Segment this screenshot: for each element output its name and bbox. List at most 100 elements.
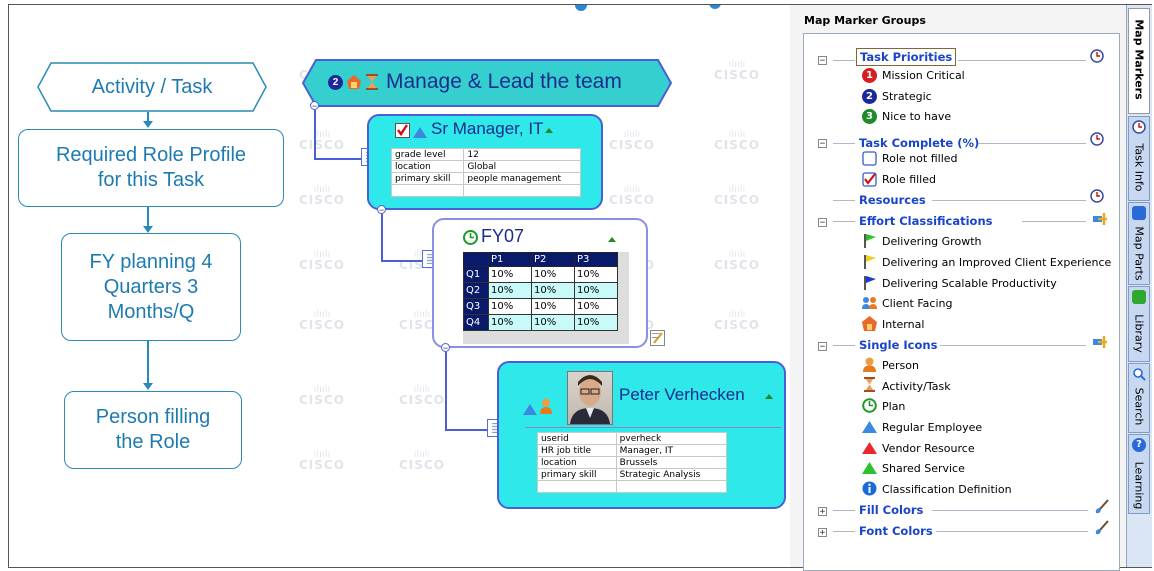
table-cell[interactable]: 10% xyxy=(488,266,532,283)
marker-delivering-growth[interactable]: Delivering Growth xyxy=(882,235,982,248)
group-task-priorities[interactable]: Task Priorities xyxy=(856,48,957,66)
marker-nice-to-have[interactable]: Nice to have xyxy=(882,110,952,123)
tab-map-parts[interactable]: Map Parts xyxy=(1128,202,1150,285)
regular-employee-icon xyxy=(523,402,537,415)
tab-task-info[interactable]: Task Info xyxy=(1128,116,1150,201)
quarter-label: Q1 xyxy=(463,266,489,283)
yellow-flag-icon xyxy=(862,254,877,269)
table-cell[interactable]: 10% xyxy=(531,298,575,315)
expand-arrow-icon[interactable] xyxy=(765,394,773,399)
marker-mission-critical[interactable]: Mission Critical xyxy=(882,69,965,82)
note-icon[interactable] xyxy=(650,330,665,346)
flow-arrow-head xyxy=(143,226,153,233)
collapse-toggle[interactable]: − xyxy=(377,205,386,215)
tab-library[interactable]: Library xyxy=(1128,286,1150,362)
flow-box-person[interactable]: Person filling the Role xyxy=(64,391,242,469)
marker-role-filled[interactable]: Role filled xyxy=(882,173,936,186)
table-cell[interactable]: 10% xyxy=(488,298,532,315)
cut-off-title-fragment xyxy=(709,5,721,9)
group-task-complete[interactable]: Task Complete (%) xyxy=(859,136,980,150)
table-cell[interactable]: 10% xyxy=(574,282,618,299)
cisco-watermark-text: CISCO xyxy=(299,138,345,152)
table-cell[interactable]: 10% xyxy=(531,314,575,331)
group-single-icons[interactable]: Single Icons xyxy=(859,338,938,352)
marker-role-not-filled[interactable]: Role not filled xyxy=(882,152,958,165)
marker-person[interactable]: Person xyxy=(882,359,919,372)
clock-icon[interactable] xyxy=(1090,188,1105,203)
table-cell[interactable]: 10% xyxy=(488,314,532,331)
add-marker-icon[interactable] xyxy=(1092,211,1107,226)
cisco-watermark-bars: ılıılı xyxy=(413,309,431,320)
marker-activity-task[interactable]: Activity/Task xyxy=(882,380,951,393)
cisco-watermark-bars: ılıılı xyxy=(728,309,746,320)
expand-arrow-icon[interactable] xyxy=(545,128,553,133)
cisco-watermark-bars: ılıılı xyxy=(728,59,746,70)
collapse-toggle[interactable]: − xyxy=(441,343,450,353)
table-cell[interactable]: 10% xyxy=(574,314,618,331)
marker-improved-client-experience[interactable]: Delivering an Improved Client Experience xyxy=(882,256,1112,269)
add-marker-icon[interactable] xyxy=(1092,334,1107,349)
marker-classification-definition[interactable]: Classification Definition xyxy=(882,483,1012,496)
flow-box-fy-planning[interactable]: FY planning 4 Quarters 3 Months/Q xyxy=(61,233,241,341)
collapse-toggle[interactable]: − xyxy=(818,218,827,228)
plan-icon xyxy=(862,398,877,413)
expand-toggle[interactable]: + xyxy=(818,507,827,517)
marker-vendor-resource[interactable]: Vendor Resource xyxy=(882,442,975,455)
group-line xyxy=(833,143,855,144)
activity-task-icon xyxy=(366,74,378,90)
table-cell[interactable]: 10% xyxy=(488,282,532,299)
flow-box-activity[interactable]: Activity / Task xyxy=(37,62,267,112)
marker-regular-employee[interactable]: Regular Employee xyxy=(882,421,983,434)
group-effort-classifications[interactable]: Effort Classifications xyxy=(859,214,993,228)
group-font-colors[interactable]: Font Colors xyxy=(859,524,933,538)
table-cell[interactable]: 10% xyxy=(574,298,618,315)
table-cell[interactable]: 10% xyxy=(531,266,575,283)
collapse-toggle[interactable]: − xyxy=(818,139,827,149)
table-cell[interactable]: 10% xyxy=(574,266,618,283)
expand-toggle[interactable]: + xyxy=(818,528,827,538)
marker-internal[interactable]: Internal xyxy=(882,318,925,331)
marker-scalable-productivity[interactable]: Delivering Scalable Productivity xyxy=(882,277,1057,290)
cisco-watermark-bars: ılıılı xyxy=(728,184,746,195)
clock-icon[interactable] xyxy=(1090,131,1105,146)
paintbrush-icon[interactable] xyxy=(1094,520,1109,535)
group-line xyxy=(932,510,1088,511)
collapse-toggle[interactable]: − xyxy=(818,342,827,352)
clock-icon[interactable] xyxy=(1090,48,1105,63)
group-line xyxy=(833,221,855,222)
role-topic-title: Sr Manager, IT xyxy=(431,119,544,138)
help-icon: ? xyxy=(1132,438,1146,452)
collapse-toggle[interactable]: − xyxy=(818,56,827,66)
marker-shared-service[interactable]: Shared Service xyxy=(882,462,965,475)
flow-arrow xyxy=(147,112,149,122)
group-fill-colors[interactable]: Fill Colors xyxy=(859,503,924,517)
marker-group-list[interactable] xyxy=(803,33,1120,571)
activity-task-icon xyxy=(862,377,877,392)
collapse-toggle[interactable]: − xyxy=(310,101,319,111)
flow-box-role[interactable]: Required Role Profile for this Task xyxy=(18,129,284,207)
table-cell[interactable]: 10% xyxy=(531,282,575,299)
tab-learning[interactable]: ? Learning xyxy=(1128,434,1150,514)
expand-arrow-icon[interactable] xyxy=(608,237,616,242)
group-resources[interactable]: Resources xyxy=(859,193,926,207)
marker-strategic[interactable]: Strategic xyxy=(882,90,932,103)
tab-search[interactable]: Search xyxy=(1128,363,1150,433)
marker-plan[interactable]: Plan xyxy=(882,400,906,413)
tab-map-markers[interactable]: Map Markers xyxy=(1128,8,1150,114)
paintbrush-icon[interactable] xyxy=(1094,499,1109,514)
marker-client-facing[interactable]: Client Facing xyxy=(882,297,953,310)
central-topic[interactable]: 2 Manage & Lead the team xyxy=(302,59,672,107)
